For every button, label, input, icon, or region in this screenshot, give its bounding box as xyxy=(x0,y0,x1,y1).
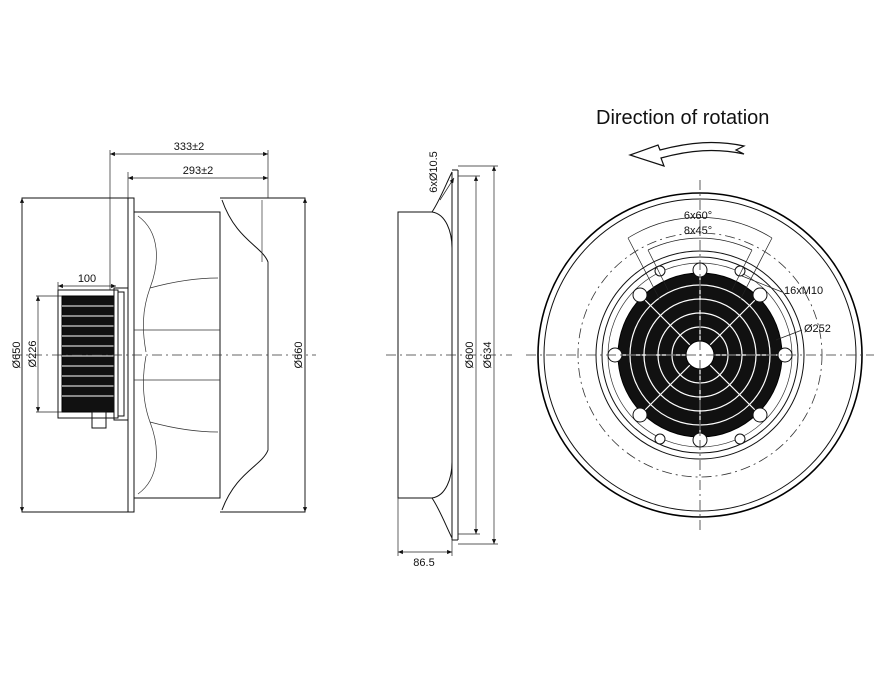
outer-dia-label: Ø650 xyxy=(11,342,23,369)
angle-6x60-label: 6x60° xyxy=(684,210,712,222)
hub-dia-label: Ø252 xyxy=(804,323,831,335)
impeller-length-label: 293±2 xyxy=(183,165,214,177)
depth-label: 86.5 xyxy=(413,557,434,569)
flange-dia-label: Ø634 xyxy=(482,342,494,369)
bolt-circle-label: Ø600 xyxy=(464,342,476,369)
motor-length-label: 100 xyxy=(78,273,96,285)
side-view: 333±2 293±2 100 Ø650 Ø226 Ø660 xyxy=(11,141,316,513)
front-view: 6x60° 8x45° 16xM10 Ø252 xyxy=(526,180,874,530)
motor xyxy=(57,287,129,429)
cable-gland xyxy=(91,411,107,429)
thread-label: 16xM10 xyxy=(784,285,823,297)
mounting-lugs xyxy=(607,262,793,448)
section-view: Ø600 Ø634 6xØ10.5 86.5 xyxy=(386,151,512,569)
rotation-title: Direction of rotation xyxy=(596,107,769,129)
angle-8x45-label: 8x45° xyxy=(684,225,712,237)
holes-label: 6xØ10.5 xyxy=(428,151,440,193)
rotation-indicator: Direction of rotation xyxy=(596,107,769,167)
impeller-dia-label: Ø660 xyxy=(293,342,305,369)
rotation-arrow-icon xyxy=(628,141,746,167)
motor-dia-label: Ø226 xyxy=(27,341,39,368)
overall-length-label: 333±2 xyxy=(174,141,205,153)
